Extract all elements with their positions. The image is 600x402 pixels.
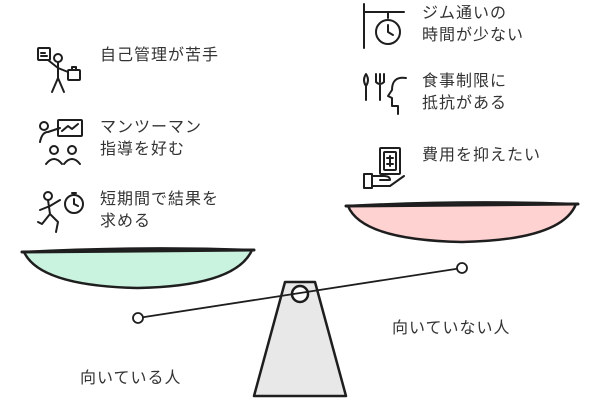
suitable-item-1: 自己管理が苦手 — [34, 44, 219, 100]
running-stopwatch-icon — [37, 191, 84, 233]
suitable-label: 向いている人 — [80, 368, 182, 387]
scale-base — [252, 280, 348, 398]
unsuitable-item-2-line-2: 抵抗がある — [422, 93, 508, 112]
unsuitable-item-1: ジム通いの 時間が少ない — [360, 2, 524, 54]
right-pan — [346, 201, 578, 244]
self-management-icon — [37, 47, 81, 93]
beam-left-joint — [132, 312, 144, 324]
scale-beam — [137, 267, 463, 319]
suitable-item-3-line-2: 求める — [100, 211, 152, 230]
unsuitable-item-1-line-1: ジム通いの — [422, 3, 508, 22]
unsuitable-item-3: 費用を抑えたい — [360, 144, 541, 196]
unsuitable-item-3-line-1: 費用を抑えたい — [422, 145, 542, 164]
diet-restriction-icon — [363, 73, 407, 115]
suitable-item-2-line-2: 指導を好む — [100, 139, 186, 158]
one-on-one-coaching-icon — [39, 119, 83, 165]
unsuitable-item-2: 食事制限に 抵抗がある — [360, 70, 507, 122]
suitable-item-2: マンツーマン 指導を好む — [34, 116, 202, 172]
left-pan — [22, 247, 254, 290]
unsuitable-item-1-line-2: 時間が少ない — [422, 25, 525, 44]
suitable-item-3: 短期間で結果を 求める — [34, 188, 219, 244]
money-hand-icon — [363, 147, 405, 189]
unsuitable-label: 向いていない人 — [392, 318, 511, 337]
unsuitable-item-2-line-1: 食事制限に — [422, 71, 508, 90]
beam-right-joint — [456, 262, 468, 274]
suitable-item-2-line-1: マンツーマン — [100, 117, 203, 136]
clock-sign-icon — [363, 3, 405, 49]
suitable-item-1-line-1: 自己管理が苦手 — [100, 45, 220, 64]
suitable-item-3-line-1: 短期間で結果を — [100, 189, 220, 208]
